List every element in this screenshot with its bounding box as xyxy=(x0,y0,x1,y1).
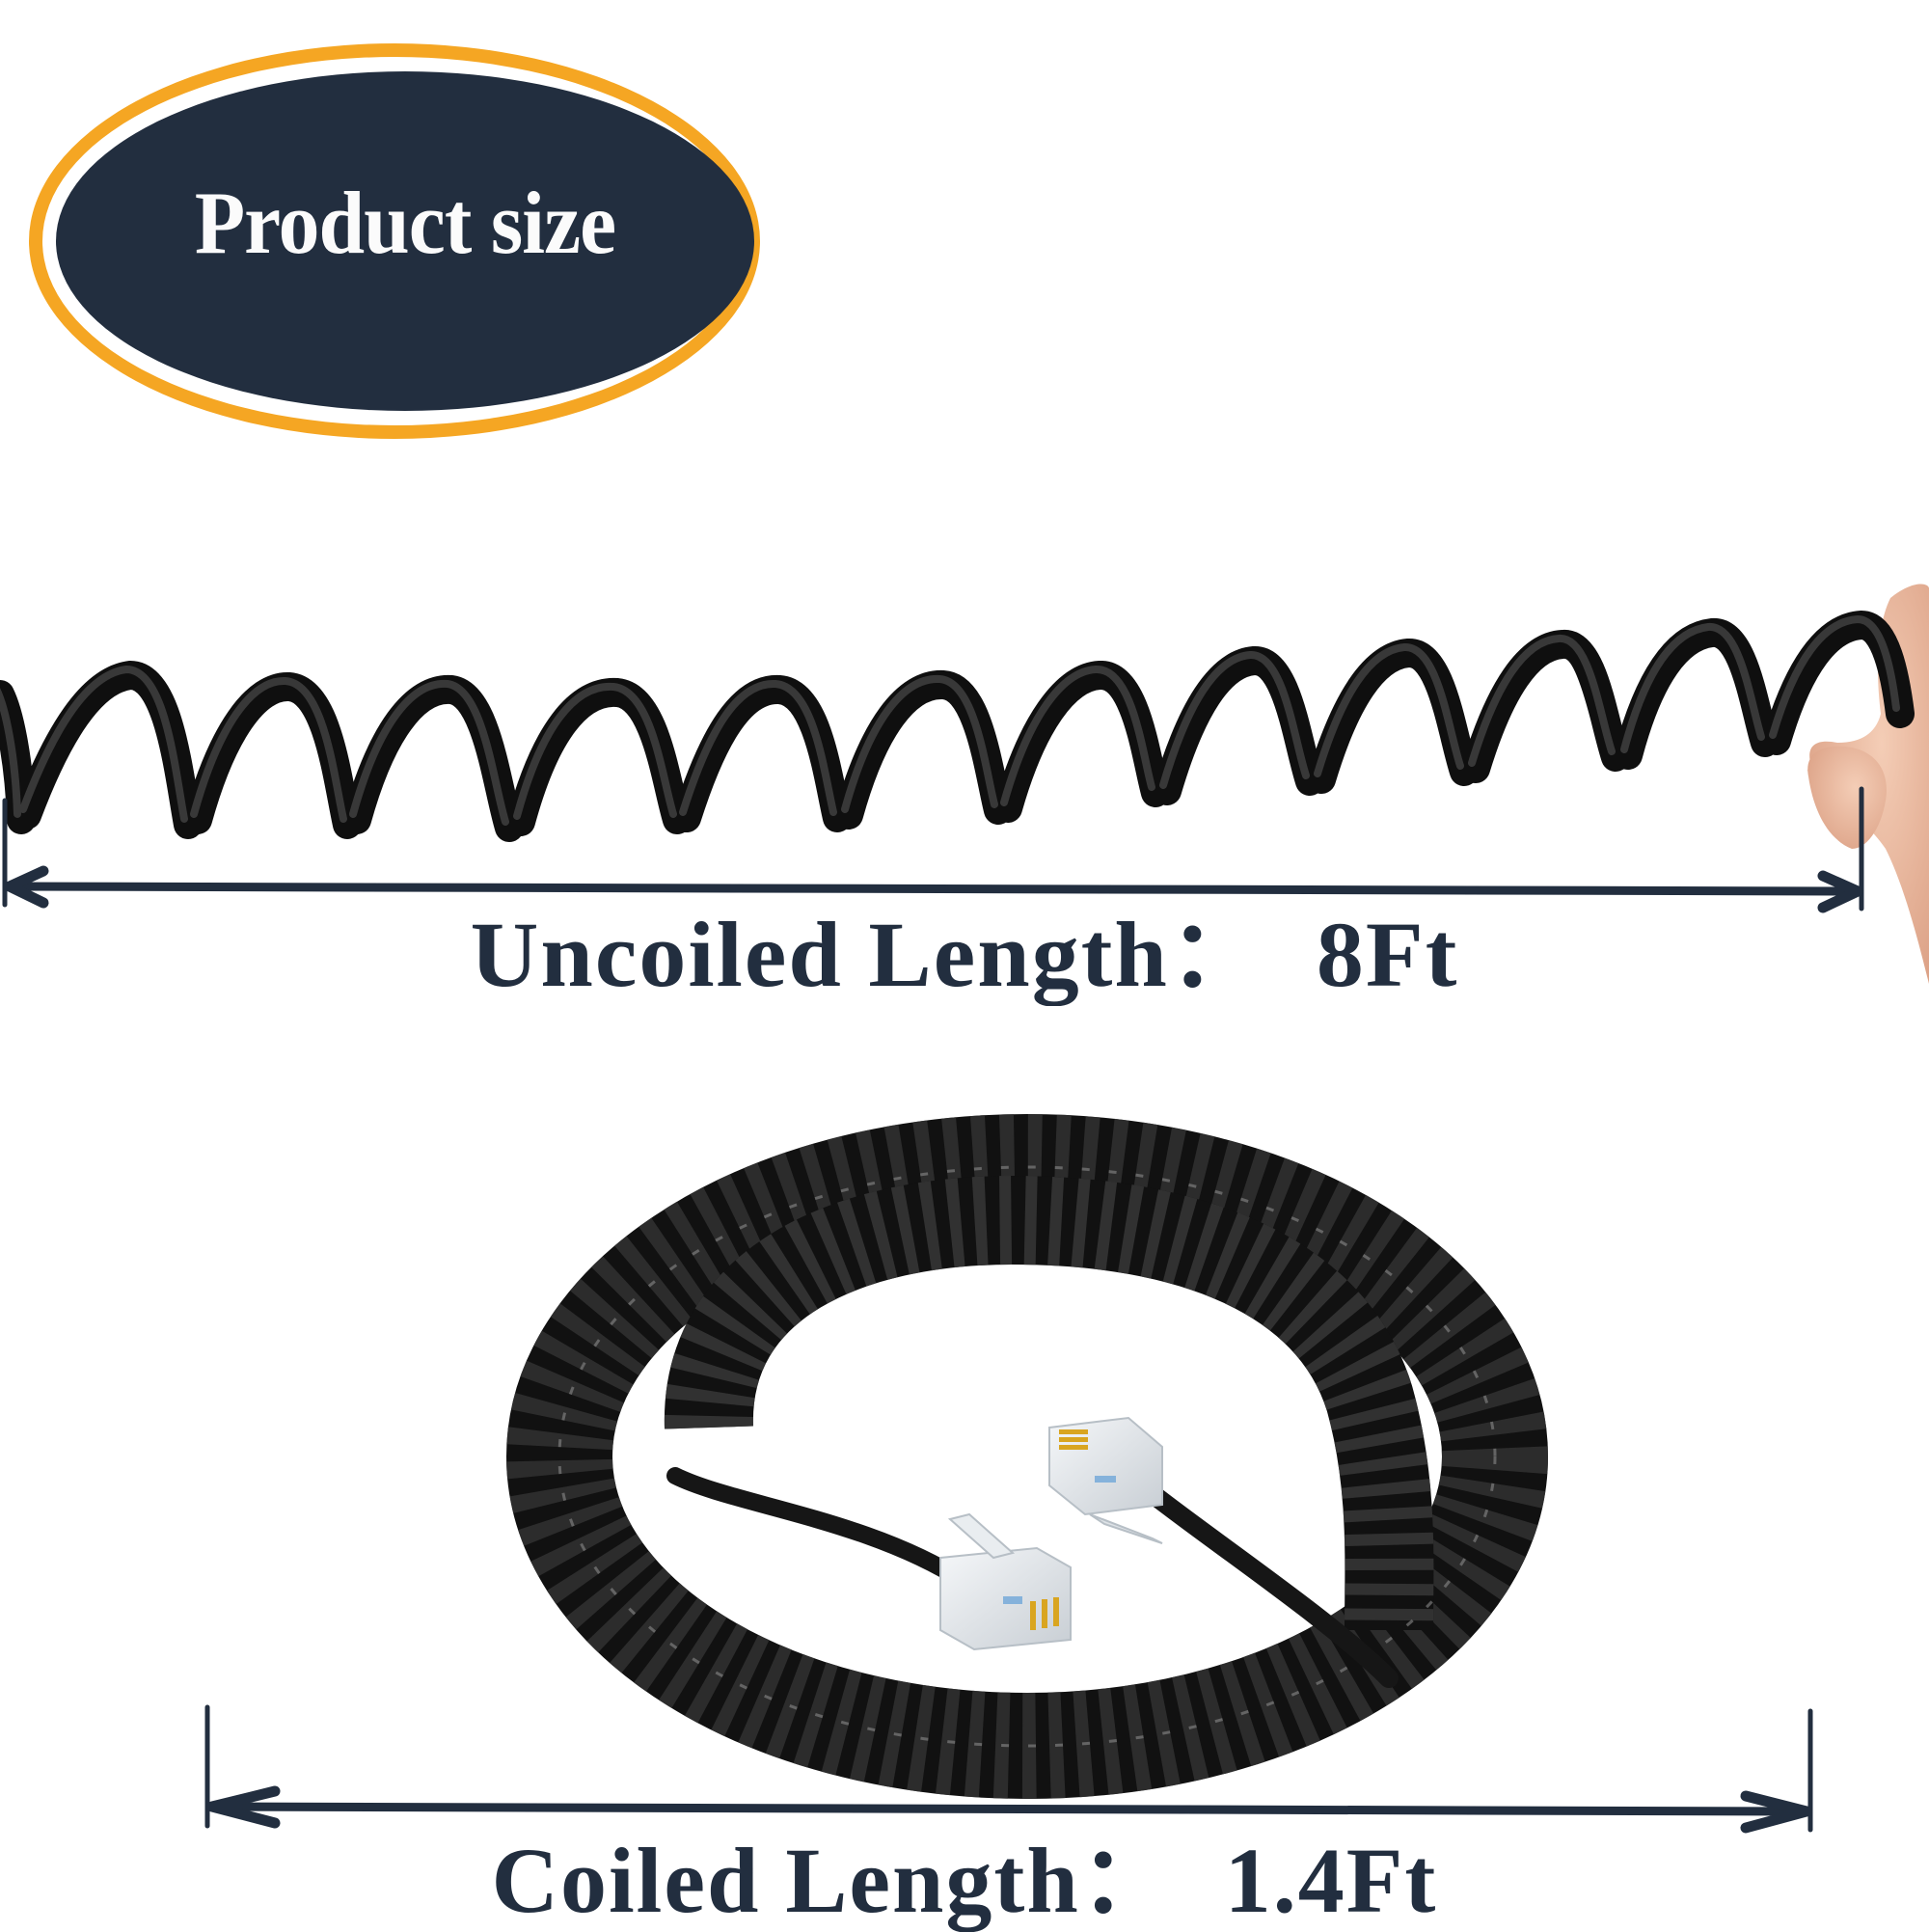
coiled-length-label: Coiled Length： 1.4Ft xyxy=(491,1829,1438,1932)
product-size-badge xyxy=(56,71,754,411)
rj9-connector-icon xyxy=(1048,1416,1163,1544)
coiled-dimension-arrow xyxy=(204,1704,1813,1834)
badge-title: Product size xyxy=(194,174,616,272)
uncoiled-dimension-arrow xyxy=(2,786,1864,913)
thumb-icon xyxy=(1807,746,1887,849)
rj9-connector-icon xyxy=(939,1512,1072,1651)
arrow-right-icon xyxy=(1740,1790,1812,1834)
arrow-right-icon xyxy=(1817,870,1863,913)
stretched-cord-icon xyxy=(0,610,1915,842)
coiled-cord-icon xyxy=(506,1114,1548,1799)
arrow-left-icon xyxy=(206,1785,281,1829)
uncoiled-length-label: Uncoiled Length： 8Ft xyxy=(470,903,1459,1006)
arrow-left-icon xyxy=(4,865,49,909)
